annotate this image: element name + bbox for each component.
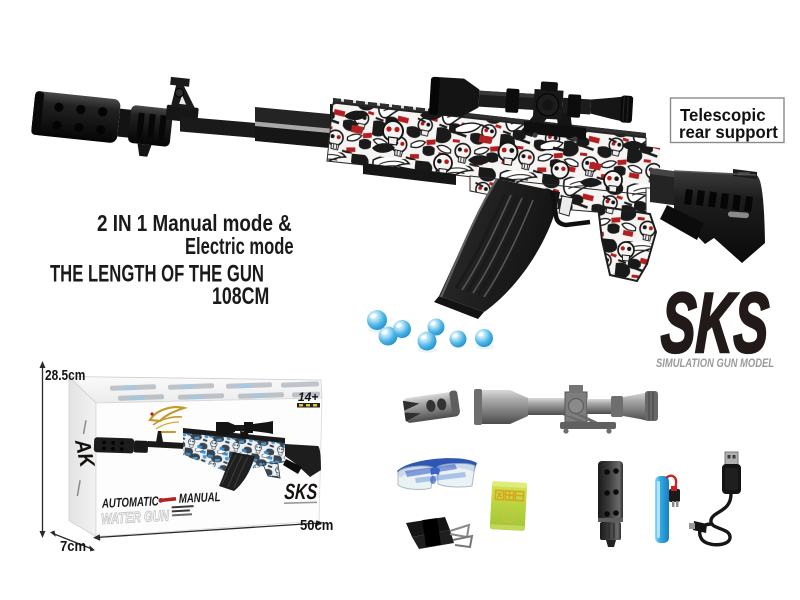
svg-text:2 IN 1 Manual mode &: 2 IN 1 Manual mode & [97,211,292,236]
svg-text:Telescopic: Telescopic [680,105,766,125]
svg-text:14+: 14+ [298,390,318,404]
svg-text:28.5cm: 28.5cm [45,367,85,383]
svg-text:Electric mode: Electric mode [185,234,294,259]
svg-text:7cm: 7cm [60,538,86,554]
svg-text:AUTOMATIC: AUTOMATIC [101,495,160,511]
svg-text:SKS: SKS [659,275,771,370]
svg-text:108CM: 108CM [212,284,269,310]
svg-text:WATER GUN: WATER GUN [101,507,170,528]
svg-text:THE LENGTH OF THE GUN: THE LENGTH OF THE GUN [50,261,264,288]
svg-text:MANUAL: MANUAL [179,491,221,506]
svg-text:rear support: rear support [679,122,778,142]
svg-text:50cm: 50cm [300,517,333,533]
svg-text:SKS: SKS [284,481,318,505]
svg-text:SIMULATION GUN MODEL: SIMULATION GUN MODEL [656,357,774,370]
